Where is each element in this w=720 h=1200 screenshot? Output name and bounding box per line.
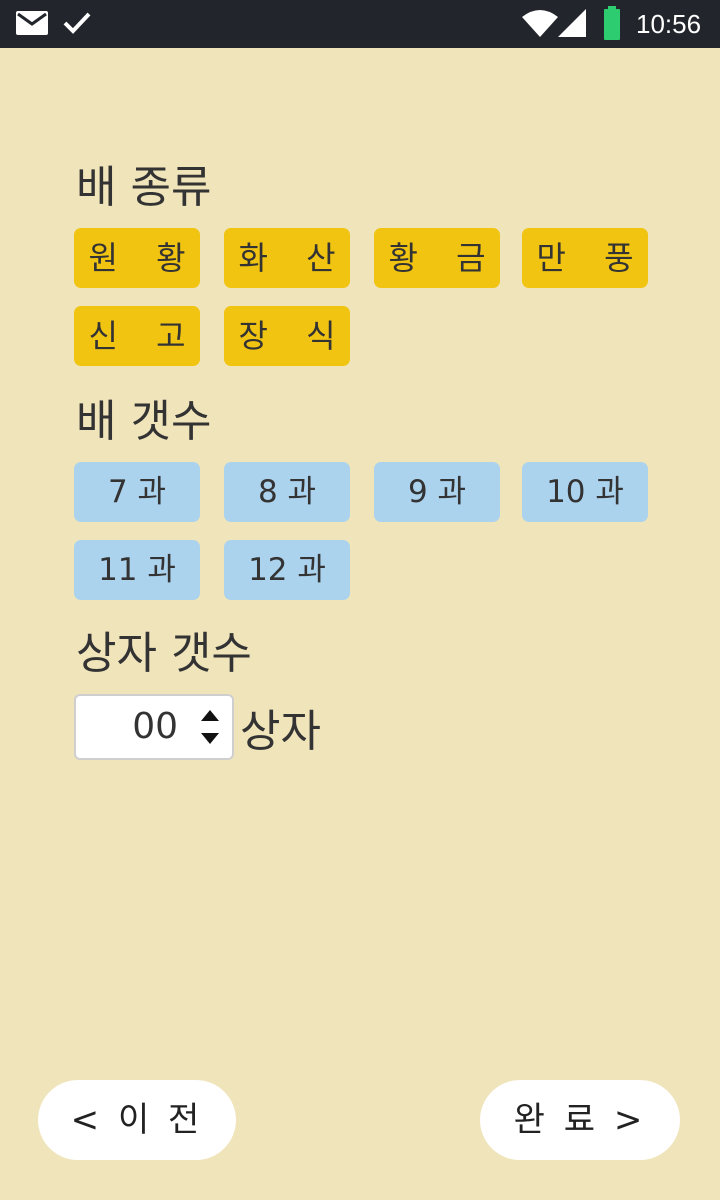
pear-type-title: 배 종류 (76, 162, 212, 213)
box-count-value[interactable]: 00 (132, 706, 178, 747)
pear-count-option[interactable]: 12 과 (224, 540, 350, 600)
pear-type-option[interactable]: 황 금 (374, 228, 500, 288)
pear-type-option[interactable]: 원 황 (74, 228, 200, 288)
pear-type-option[interactable]: 화 산 (224, 228, 350, 288)
battery-icon (604, 6, 620, 40)
pear-count-option[interactable]: 7 과 (74, 462, 200, 522)
box-unit-label: 상자 (240, 706, 321, 757)
pear-count-option[interactable]: 11 과 (74, 540, 200, 600)
done-button[interactable]: 완 료 > (480, 1080, 680, 1160)
pear-count-option[interactable]: 10 과 (522, 462, 648, 522)
increment-arrow-icon[interactable] (200, 708, 220, 724)
pear-count-title: 배 갯수 (76, 396, 212, 447)
check-icon (63, 12, 91, 34)
pear-type-option[interactable]: 장 식 (224, 306, 350, 366)
status-bar: 10:56 (0, 0, 720, 48)
mail-icon (16, 11, 48, 35)
pear-type-option[interactable]: 신 고 (74, 306, 200, 366)
pear-count-option[interactable]: 9 과 (374, 462, 500, 522)
decrement-arrow-icon[interactable] (200, 730, 220, 746)
wifi-icon (522, 10, 558, 37)
prev-button[interactable]: < 이 전 (38, 1080, 236, 1160)
pear-type-option[interactable]: 만 풍 (522, 228, 648, 288)
box-count-stepper[interactable]: 00 (74, 694, 234, 760)
pear-count-option[interactable]: 8 과 (224, 462, 350, 522)
signal-icon (558, 9, 586, 37)
box-count-title: 상자 갯수 (76, 628, 252, 679)
status-clock: 10:56 (636, 9, 702, 39)
